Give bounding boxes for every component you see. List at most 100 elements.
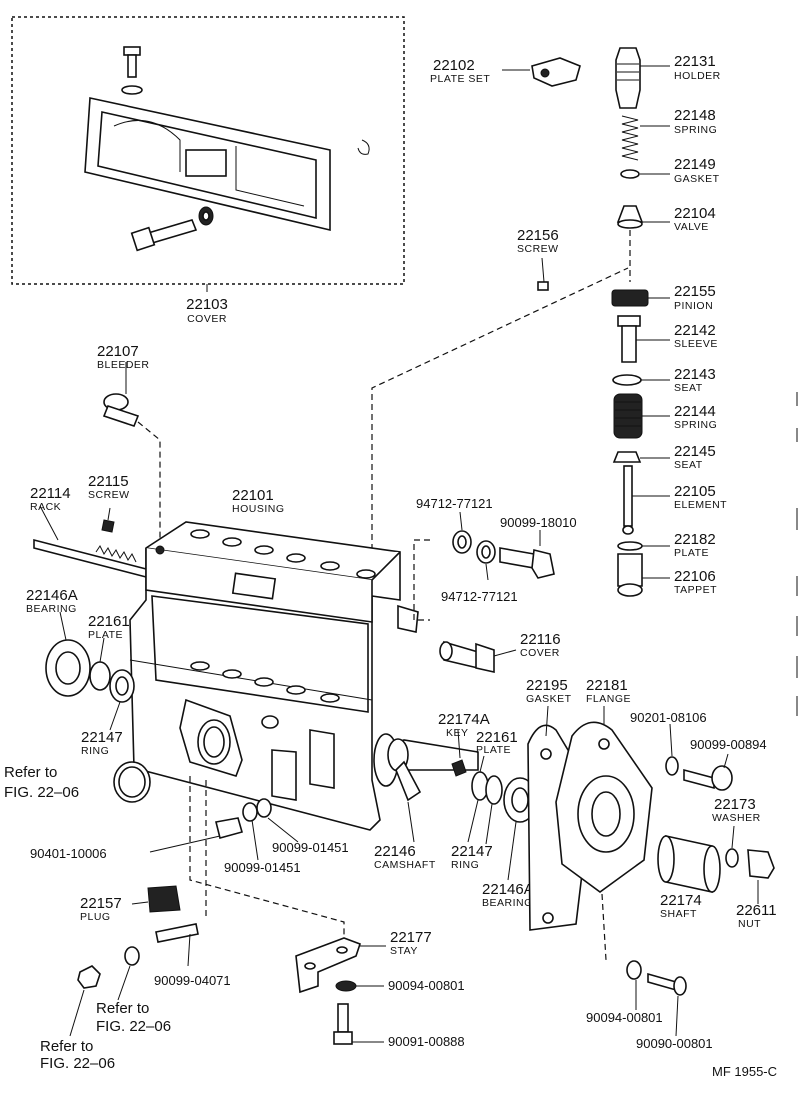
cover-group: 22103 COVER <box>11 16 405 325</box>
part-name-22161-left: PLATE <box>88 629 123 641</box>
part-name-22146A-left: BEARING <box>26 603 77 615</box>
part-name-22131: HOLDER <box>674 70 721 82</box>
part-code-90201-08106: 90201-08106 <box>630 710 707 725</box>
part-number-22116: 22116 <box>520 631 561 648</box>
part-name-22145: SEAT <box>674 459 703 471</box>
part-number-22131: 22131 <box>674 53 716 70</box>
assembly-line-element <box>371 267 629 580</box>
part-name-22161-right: PLATE <box>476 744 511 756</box>
part-number-22103: 22103 <box>186 296 228 313</box>
part-number-22147-left: 22147 <box>81 729 123 746</box>
housing-top-holes <box>190 529 376 579</box>
part-name-22146: CAMSHAFT <box>374 859 436 871</box>
part-number-22104: 22104 <box>674 205 716 222</box>
bottom-right-fasteners: 90094-00801 90090-00801 <box>586 960 713 1051</box>
part-name-22174A: KEY <box>446 727 469 739</box>
part-number-22146A-right: 22146A <box>482 881 534 898</box>
plug-washers-group: 94712-77121 90099-18010 94712-77121 2211… <box>413 496 577 673</box>
part-code-90401-10006: 90401-10006 <box>30 846 107 861</box>
part-number-22146A-left: 22146A <box>26 587 78 604</box>
part-number-22149: 22149 <box>674 156 716 173</box>
part-code-90099-01451-a: 90099-01451 <box>272 840 349 855</box>
part-name-22611: NUT <box>738 918 761 930</box>
part-name-22101: HOUSING <box>232 503 285 515</box>
reference-note-3-line2: FIG. 22–06 <box>40 1055 115 1072</box>
part-number-22155: 22155 <box>674 283 716 300</box>
part-number-22161-left: 22161 <box>88 613 130 630</box>
part-name-22107: BLEEDER <box>97 359 150 371</box>
part-name-22115: SCREW <box>88 489 130 501</box>
rack-part: 22114 RACK 22115 SCREW <box>30 473 151 580</box>
part-name-22177: STAY <box>390 945 418 957</box>
housing-part: 22101 HOUSING <box>129 487 419 831</box>
part-number-22145: 22145 <box>674 443 716 460</box>
housing-bottom-holes <box>190 661 340 703</box>
part-name-22116: COVER <box>520 647 560 659</box>
pump-element-stack: 22131 HOLDER 22148 SPRING 22149 GASKET 2… <box>611 47 727 597</box>
part-number-22142: 22142 <box>674 322 716 339</box>
part-name-22144: SPRING <box>674 419 717 431</box>
part-code-94712-77121-bottom: 94712-77121 <box>441 589 518 604</box>
part-number-22147-right: 22147 <box>451 843 493 860</box>
part-number-22174A: 22174A <box>438 711 490 728</box>
part-name-22149: GASKET <box>674 173 720 185</box>
lower-left-fasteners: 90401-10006 90099-01451 90099-01451 2215… <box>30 776 349 1072</box>
part-number-22182: 22182 <box>674 531 716 548</box>
part-name-22195: GASKET <box>526 693 572 705</box>
part-name-22146A-right: BEARING <box>482 897 533 909</box>
part-number-22102: 22102 <box>433 57 475 74</box>
part-name-22103: COVER <box>187 313 227 325</box>
part-code-90099-18010: 90099-18010 <box>500 515 577 530</box>
part-number-22157: 22157 <box>80 895 122 912</box>
part-code-90090-00801: 90090-00801 <box>636 1036 713 1051</box>
reference-note-3-line1: Refer to <box>40 1038 93 1055</box>
part-name-22102: PLATE SET <box>430 73 490 85</box>
part-name-22174: SHAFT <box>660 908 697 920</box>
part-number-22181: 22181 <box>586 677 628 694</box>
reference-note-1-line1: Refer to <box>4 764 57 781</box>
part-number-22101: 22101 <box>232 487 274 504</box>
part-code-94712-77121-top: 94712-77121 <box>416 496 493 511</box>
part-name-22155: PINION <box>674 300 713 312</box>
part-name-22105: ELEMENT <box>674 499 727 511</box>
part-name-22157: PLUG <box>80 911 111 923</box>
part-number-22195: 22195 <box>526 677 568 694</box>
part-name-22148: SPRING <box>674 124 717 136</box>
part-name-22182: PLATE <box>674 547 709 559</box>
camshaft-group: 22174A KEY 22161 PLATE 22146 CAMSHAFT 22… <box>374 711 537 909</box>
bleeder-part: 22107 BLEEDER <box>97 343 161 548</box>
part-number-22106: 22106 <box>674 568 716 585</box>
part-number-22161-right: 22161 <box>476 729 518 746</box>
part-code-90099-00894: 90099-00894 <box>690 737 767 752</box>
part-name-22156: SCREW <box>517 243 559 255</box>
part-name-22142: SLEEVE <box>674 338 718 350</box>
part-name-22181: FLANGE <box>586 693 631 705</box>
part-code-90099-01451-b: 90099-01451 <box>224 860 301 875</box>
part-code-90091-00888: 90091-00888 <box>388 1034 465 1049</box>
part-number-22148: 22148 <box>674 107 716 124</box>
part-number-22105: 22105 <box>674 483 716 500</box>
part-name-22143: SEAT <box>674 382 703 394</box>
shaft-nut-group: 90201-08106 90099-00894 22173 WASHER 221… <box>630 710 777 930</box>
part-name-22147-right: RING <box>451 859 479 871</box>
part-number-22146: 22146 <box>374 843 416 860</box>
screw-22156-part: 22156 SCREW <box>517 227 559 291</box>
part-number-22107: 22107 <box>97 343 139 360</box>
part-name-22173: WASHER <box>712 812 761 824</box>
reference-note-2-line1: Refer to <box>96 1000 149 1017</box>
gasket-flange-group: 22195 GASKET 22181 FLANGE <box>526 677 653 961</box>
part-number-22156: 22156 <box>517 227 559 244</box>
part-code-90099-04071: 90099-04071 <box>154 973 231 988</box>
part-code-90094-00801-a: 90094-00801 <box>388 978 465 993</box>
part-number-22143: 22143 <box>674 366 716 383</box>
part-number-22174: 22174 <box>660 892 702 909</box>
part-name-22114: RACK <box>30 501 61 513</box>
left-bearing-stack: 22146A BEARING 22161 PLATE 22147 RING Re… <box>4 587 151 803</box>
part-number-22144: 22144 <box>674 403 716 420</box>
part-number-22611: 22611 <box>736 902 777 919</box>
diagram-code: MF 1955-C <box>712 1064 777 1079</box>
reference-note-2-line2: FIG. 22–06 <box>96 1018 171 1035</box>
part-number-22115: 22115 <box>88 473 129 490</box>
part-number-22114: 22114 <box>30 485 71 502</box>
part-name-22104: VALVE <box>674 221 709 233</box>
